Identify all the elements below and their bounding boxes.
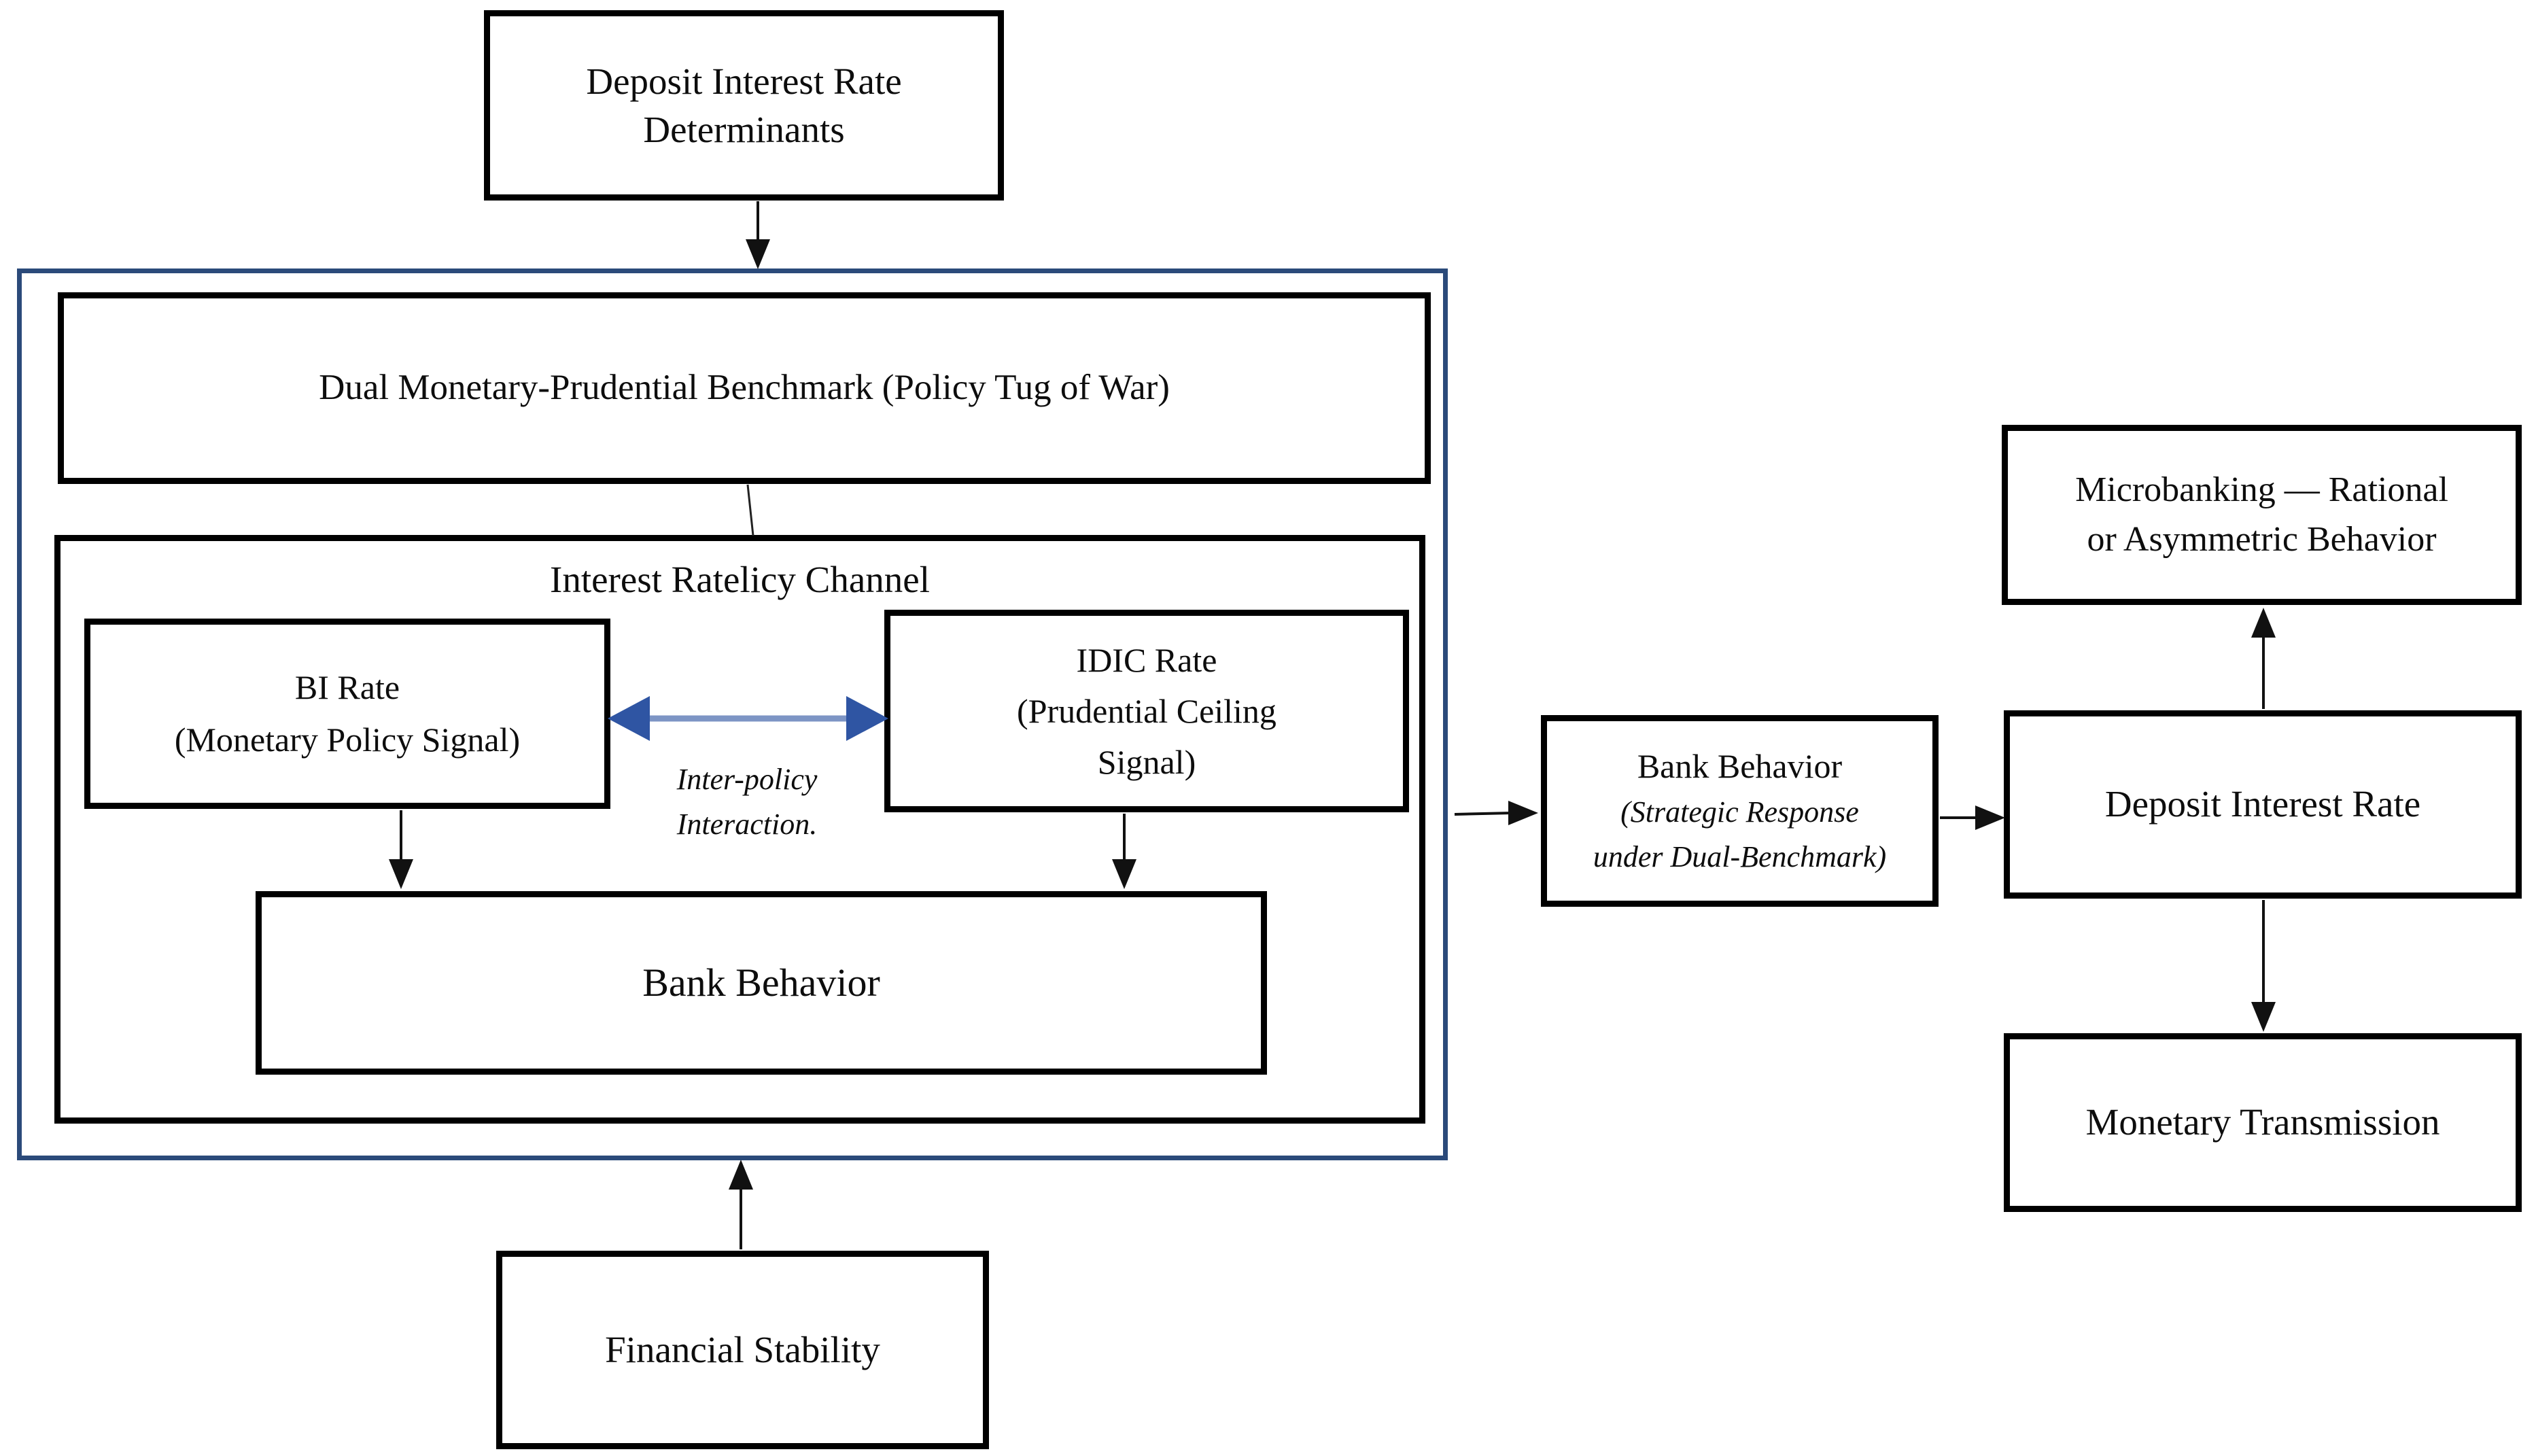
arrow-container-to-bank-behavior-outer [1454, 801, 1538, 825]
node-bank-behavior-inner: Bank Behavior [256, 891, 1267, 1075]
node-deposit-interest-rate: Deposit Interest Rate [2004, 710, 2522, 899]
node-deposit-interest-rate-label: Deposit Interest Rate [2104, 783, 2421, 825]
node-bank-behavior-outer: Bank Behavior (Strategic Response under … [1541, 715, 1939, 907]
node-idic-rate-line1: IDIC Rate [1076, 640, 1217, 679]
arrow-determinants-to-container [746, 201, 770, 269]
inter-policy-interaction-line1: Inter-policy [676, 763, 818, 796]
arrow-bank-behavior-to-deposit-rate [1940, 805, 2005, 830]
node-idic-rate: IDIC Rate (Prudential Ceiling Signal) [884, 610, 1409, 812]
node-microbanking-line1: Microbanking — Rational [2075, 470, 2448, 509]
node-dual-benchmark-label: Dual Monetary-Prudential Benchmark (Poli… [319, 368, 1170, 408]
arrow-financial-stability-to-container [729, 1160, 753, 1249]
node-bank-behavior-outer-sub2: under Dual-Benchmark) [1593, 840, 1887, 873]
arrow-deposit-rate-to-microbanking [2251, 608, 2276, 709]
node-deposit-rate-determinants: Deposit Interest Rate Determinants [484, 10, 1004, 201]
node-dual-benchmark: Dual Monetary-Prudential Benchmark (Poli… [58, 292, 1431, 484]
node-financial-stability-label: Financial Stability [605, 1328, 880, 1370]
node-bank-behavior-inner-label: Bank Behavior [642, 960, 880, 1005]
node-microbanking-line2: or Asymmetric Behavior [2087, 519, 2437, 559]
inter-policy-interaction-line2: Interaction. [676, 808, 818, 841]
node-microbanking: Microbanking — Rational or Asymmetric Be… [2002, 425, 2522, 605]
node-bi-rate-line1: BI Rate [294, 668, 400, 706]
node-bank-behavior-outer-title: Bank Behavior [1637, 747, 1843, 785]
node-interest-rate-channel-title: Interest Ratelicy Channel [550, 559, 930, 600]
node-monetary-transmission-label: Monetary Transmission [2085, 1101, 2440, 1143]
node-financial-stability: Financial Stability [496, 1251, 989, 1449]
node-deposit-rate-determinants-line2: Determinants [643, 109, 845, 150]
node-bi-rate: BI Rate (Monetary Policy Signal) [84, 619, 610, 809]
node-monetary-transmission: Monetary Transmission [2004, 1033, 2522, 1212]
arrow-deposit-rate-to-monetary-transmission [2251, 900, 2276, 1032]
node-idic-rate-line2: (Prudential Ceiling [1017, 691, 1276, 730]
policy-container: Dual Monetary-Prudential Benchmark (Poli… [17, 268, 1448, 1160]
node-interest-rate-channel: Interest Ratelicy Channel BI Rate (Monet… [54, 535, 1425, 1124]
node-bank-behavior-outer-sub1: (Strategic Response [1620, 795, 1859, 829]
node-bi-rate-line2: (Monetary Policy Signal) [174, 721, 521, 759]
inter-policy-interaction-label: Inter-policy Interaction. [645, 757, 849, 847]
node-idic-rate-line3: Signal) [1097, 742, 1196, 781]
node-deposit-rate-determinants-line1: Deposit Interest Rate [586, 60, 902, 102]
